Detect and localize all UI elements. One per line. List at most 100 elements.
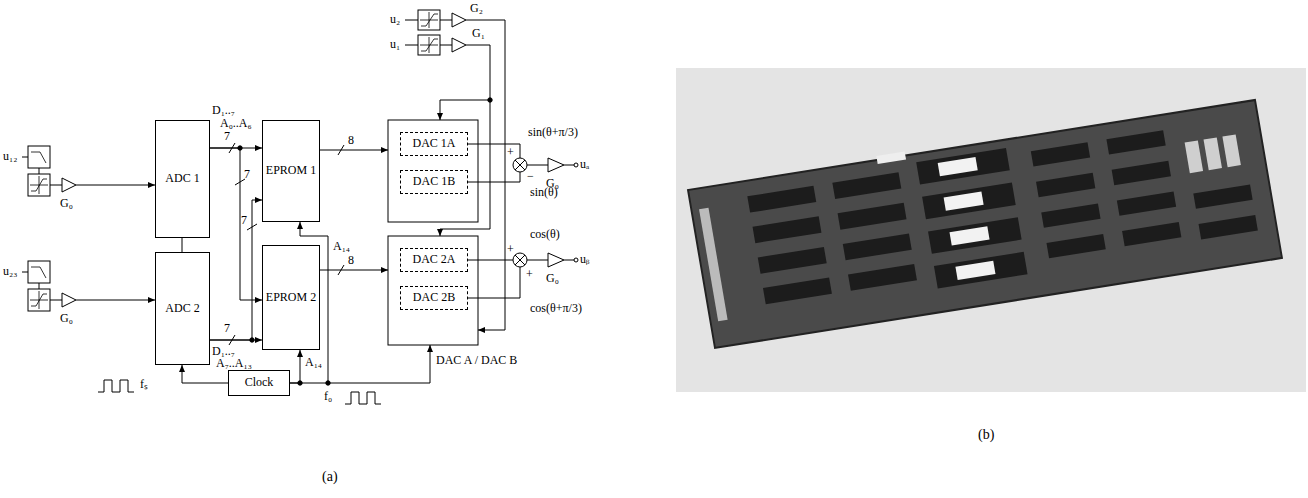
signal-name: cos(θ) (530, 228, 560, 240)
circle-shape (513, 158, 527, 172)
path-shape (62, 178, 76, 192)
rect-shape (1117, 191, 1176, 215)
sign-mark: − (527, 170, 534, 182)
line-shape (76, 185, 155, 186)
path-shape (30, 176, 48, 194)
bus-connector (210, 148, 262, 300)
rect-shape (934, 252, 1028, 289)
path-shape (98, 380, 134, 392)
rect-shape (1112, 161, 1171, 185)
dac-box: DAC 2B (400, 286, 468, 310)
bus-connector (290, 350, 300, 383)
rect-shape (28, 261, 50, 283)
path-shape (30, 291, 48, 309)
signal-name: u₂₃ (3, 265, 17, 277)
converter-box: ADC 1 (155, 120, 210, 238)
circle-shape (513, 253, 527, 267)
address-name: A₁₄ (305, 356, 322, 368)
dac-box: DAC 1A (400, 132, 468, 156)
rect-shape (1199, 215, 1258, 239)
rect-shape (418, 10, 440, 30)
signal-name: uₐ (580, 158, 589, 170)
rect-shape (922, 183, 1016, 220)
rect-shape (1204, 137, 1222, 170)
rect-shape (1122, 222, 1181, 246)
line-shape (182, 238, 183, 252)
rect-shape (388, 236, 478, 345)
rect-shape (848, 264, 917, 291)
memory-box: EPROM 2 (262, 245, 320, 350)
signal-name: uᵦ (580, 253, 589, 265)
sign-mark: + (526, 268, 533, 280)
path-shape (468, 260, 513, 261)
memory-box: EPROM 1 (262, 120, 320, 222)
bus-width: 8 (348, 254, 354, 266)
line-shape (515, 160, 525, 170)
rect-shape (28, 146, 50, 168)
circle-shape (574, 258, 578, 262)
rect-shape (950, 226, 990, 245)
path-shape (468, 172, 520, 182)
sign-mark: + (507, 243, 514, 255)
rect-shape (699, 208, 728, 322)
circle-shape (574, 163, 578, 167)
rect-shape (753, 216, 822, 243)
line-shape (405, 20, 418, 21)
path-shape (452, 38, 466, 52)
rect-shape (1193, 185, 1252, 209)
line-shape (39, 168, 40, 174)
line-shape (405, 45, 418, 46)
line-shape (50, 185, 62, 186)
signal-name: u₁₂ (3, 150, 17, 162)
signal-name: DAC A / DAC B (436, 354, 517, 366)
dac-box: DAC 2A (400, 248, 468, 272)
rect-shape (388, 120, 478, 222)
rect-shape (1185, 140, 1203, 173)
converter-box: ADC 2 (155, 252, 210, 365)
path-shape (62, 293, 76, 307)
line-shape (338, 145, 344, 155)
circle-shape (488, 98, 492, 102)
dac-box: DAC 1B (400, 170, 468, 194)
rect-shape (938, 157, 978, 176)
rect-shape (28, 174, 50, 196)
bus-name: D₁..₇ (212, 345, 235, 357)
path-shape (31, 267, 46, 278)
path-shape (468, 267, 520, 298)
bus-connector (210, 200, 262, 340)
rect-shape (876, 151, 906, 164)
line-shape (440, 45, 452, 46)
rect-shape (1222, 134, 1240, 167)
path-shape (290, 345, 430, 383)
frequency-name: f₀ (324, 390, 332, 402)
path-shape (31, 152, 46, 163)
box-text: ADC 1 (165, 172, 199, 186)
path-shape (345, 392, 381, 404)
bus-width: 7 (244, 168, 250, 180)
rect-shape (944, 192, 984, 211)
bus-width: 8 (348, 134, 354, 146)
rect-shape (418, 35, 440, 55)
rect-shape (1046, 234, 1105, 258)
line-shape (22, 157, 28, 158)
bus-width: 7 (224, 322, 230, 334)
panel-label: (a) (322, 470, 338, 484)
box-text: ADC 2 (165, 302, 199, 316)
rect-shape (916, 148, 1010, 185)
line-shape (527, 260, 548, 261)
box-text: Clock (245, 376, 274, 390)
rect-shape (928, 217, 1022, 254)
rect-shape (747, 186, 816, 213)
signal-name: u₁ (390, 38, 400, 50)
line-shape (50, 300, 62, 301)
rect-shape (843, 233, 912, 260)
gain-name: G₀ (546, 272, 559, 284)
line-shape (39, 283, 40, 289)
line-shape (515, 255, 525, 265)
line-shape (440, 20, 452, 21)
signal-name: u₂ (390, 13, 400, 25)
bus-width: 7 (241, 214, 247, 226)
rect-shape (758, 247, 827, 274)
